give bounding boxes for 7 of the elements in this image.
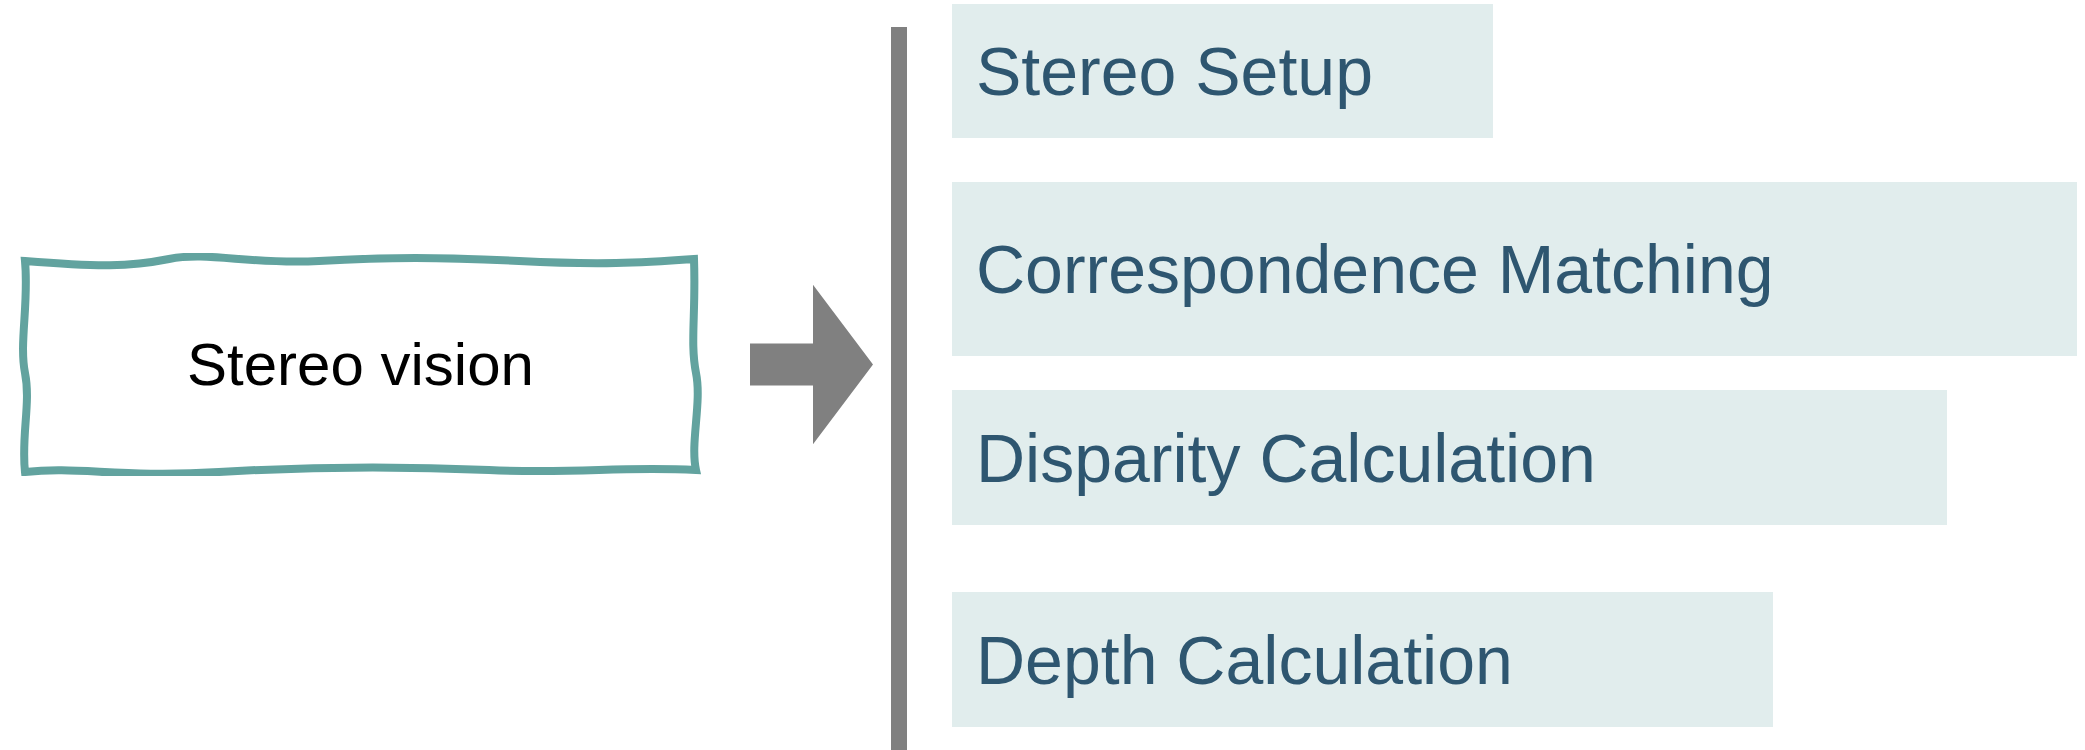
step-box (952, 4, 1493, 138)
step-box (952, 390, 1947, 525)
vertical-bar (891, 27, 907, 750)
block-arrow (750, 284, 873, 445)
node-label: Stereo vision (187, 334, 534, 395)
step-box (952, 182, 2077, 356)
step-box (952, 592, 1773, 727)
